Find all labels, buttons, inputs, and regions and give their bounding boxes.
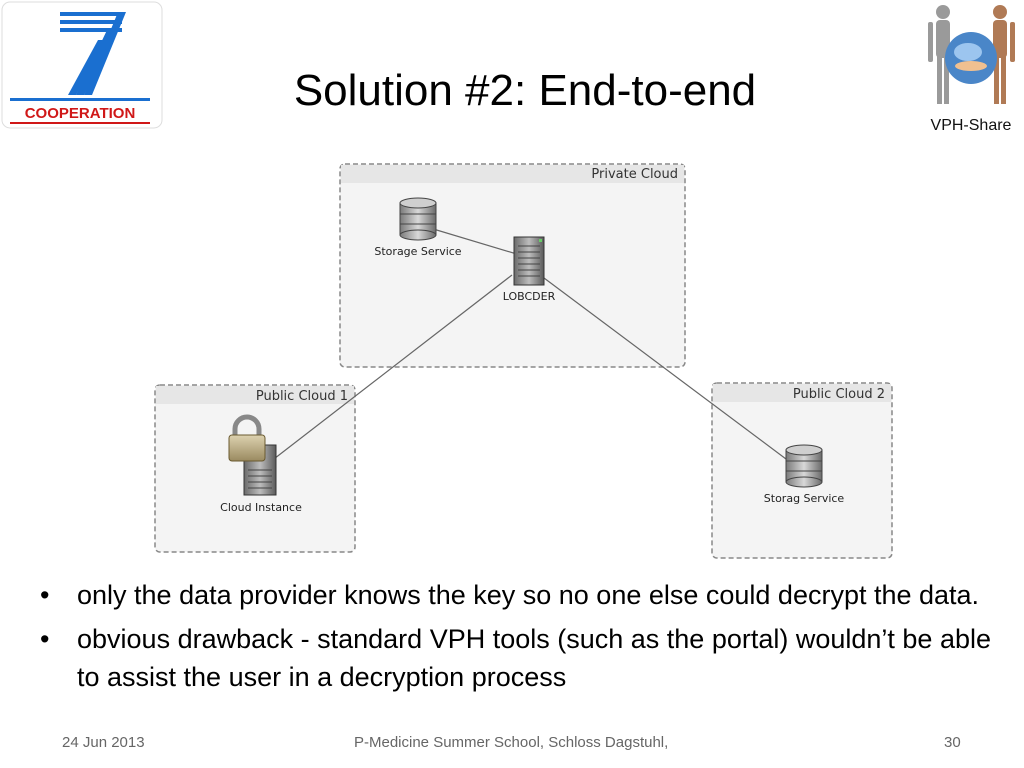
- bullet-marker: •: [40, 580, 50, 610]
- database-icon: [785, 444, 823, 488]
- bullet-item: • only the data provider knows the key s…: [40, 576, 1000, 614]
- bullet-text: only the data provider knows the key so …: [77, 580, 980, 610]
- page-number: 30: [944, 734, 961, 751]
- bullet-marker: •: [40, 624, 50, 654]
- lobcder-label: LOBCDER: [503, 290, 556, 303]
- private-cloud-panel: Private Cloud: [339, 163, 686, 368]
- public-cloud-2-label: Public Cloud 2: [793, 387, 885, 402]
- footer-date: 24 Jun 2013: [62, 734, 145, 751]
- database-icon: [399, 197, 437, 241]
- lock-icon: [228, 414, 266, 462]
- connection-lobcder-storag-service: [539, 274, 791, 463]
- private-cloud-label: Private Cloud: [591, 167, 678, 182]
- vph-share-logo: VPH-Share: [918, 0, 1024, 138]
- connection-lobcder-cloud-instance: [269, 274, 513, 463]
- slide-title: Solution #2: End-to-end: [293, 66, 757, 115]
- storage-service-label: Storage Service: [374, 245, 461, 258]
- cloud-instance-label: Cloud Instance: [220, 501, 302, 514]
- fp7-cooperation-logo: COOPERATION: [0, 0, 165, 130]
- bullet-item: • obvious drawback - standard VPH tools …: [40, 620, 1000, 696]
- logo-right-text: VPH-Share: [931, 117, 1012, 134]
- bullet-text: obvious drawback - standard VPH tools (s…: [77, 624, 991, 692]
- footer-center: P-Medicine Summer School, Schloss Dagstu…: [354, 734, 669, 751]
- connections: [269, 224, 791, 463]
- server-icon: [513, 236, 545, 286]
- connection-storage-lobcder: [419, 224, 521, 256]
- public-cloud-1-label: Public Cloud 1: [256, 389, 348, 404]
- bullet-list: • only the data provider knows the key s…: [40, 576, 1000, 702]
- logo-left-text: COOPERATION: [25, 105, 136, 122]
- storag-service-label: Storag Service: [764, 492, 845, 505]
